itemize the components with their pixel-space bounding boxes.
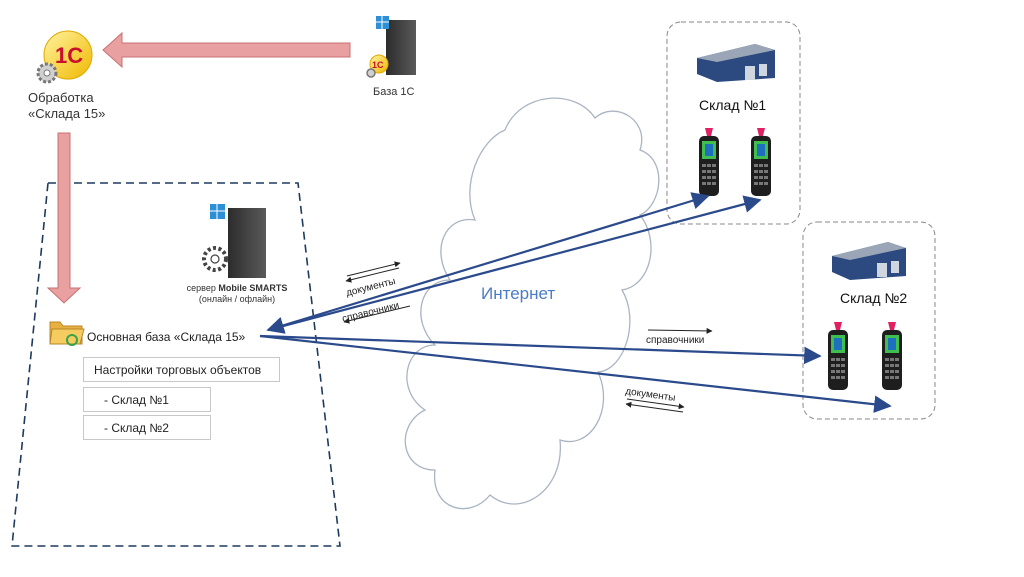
- server-label-bold: Mobile SMARTS: [218, 283, 288, 293]
- settings-item-warehouse1: - Склад №1: [83, 387, 211, 412]
- processing-label: Обработка «Склада 15»: [28, 90, 105, 122]
- warehouse2-building-icon: [832, 242, 906, 280]
- sync-arrow-horizontal: [102, 31, 351, 69]
- warehouse2-group: [802, 221, 936, 420]
- main-base-label: Основная база «Склада 15»: [87, 330, 246, 344]
- internet-label: Интернет: [481, 284, 556, 303]
- mobile-smarts-server-icon: [202, 204, 266, 278]
- settings-box: Настройки торговых объектов: [83, 357, 280, 382]
- label-arrows: [343, 261, 713, 413]
- processing-label-line1: Обработка: [28, 90, 94, 105]
- arrow-to-terminal4: [259, 334, 892, 413]
- doc2-arrow-b: [625, 401, 684, 413]
- terminals: [699, 128, 902, 390]
- connection-arrows: [259, 192, 892, 413]
- edge-label-directories2: справочники: [646, 335, 704, 346]
- doc1-arrow-a: [346, 261, 401, 277]
- gear-icon: [36, 62, 58, 84]
- svg-text:1C: 1C: [55, 43, 83, 68]
- db1c-server-icon: 1C: [366, 16, 416, 78]
- svg-text:1C: 1C: [372, 60, 384, 70]
- arrow-to-terminal1: [266, 192, 710, 334]
- dir1-arrow: [343, 305, 411, 324]
- warehouse1-label: Склад №1: [699, 97, 767, 113]
- arrow-to-terminal2: [267, 195, 762, 332]
- processing-label-line2: «Склада 15»: [28, 106, 106, 121]
- handheld-terminal-icon: [882, 322, 902, 390]
- handheld-terminal-icon: [751, 128, 771, 196]
- settings-item-warehouse2: - Склад №2: [83, 415, 211, 440]
- sync-arrow-vertical: [46, 132, 82, 304]
- arrow-to-terminal3: [259, 334, 822, 365]
- dir2-arrow: [647, 327, 713, 334]
- doc1-arrow-b: [345, 267, 400, 283]
- settings-item-label: - Склад №2: [104, 420, 169, 435]
- server-label-prefix: сервер: [186, 283, 219, 293]
- warehouse1-group: [666, 21, 801, 225]
- server-zone: [11, 182, 341, 547]
- server-label-mode: (онлайн / офлайн): [198, 294, 276, 304]
- server-label: сервер Mobile SMARTS (онлайн / офлайн): [182, 283, 292, 305]
- handheld-terminal-icon: [828, 322, 848, 390]
- db1c-label: База 1С: [373, 86, 415, 98]
- folder-sync-icon: [49, 321, 85, 346]
- doc2-arrow-a: [626, 398, 685, 410]
- warehouse1-building-icon: [697, 44, 775, 82]
- warehouse2-label: Склад №2: [840, 290, 908, 306]
- handheld-terminal-icon: [699, 128, 719, 196]
- settings-title: Настройки торговых объектов: [94, 362, 262, 377]
- edge-label-documents2: документы: [625, 386, 677, 404]
- settings-item-label: - Склад №1: [104, 392, 169, 407]
- onec-logo-icon: 1C: [43, 30, 93, 80]
